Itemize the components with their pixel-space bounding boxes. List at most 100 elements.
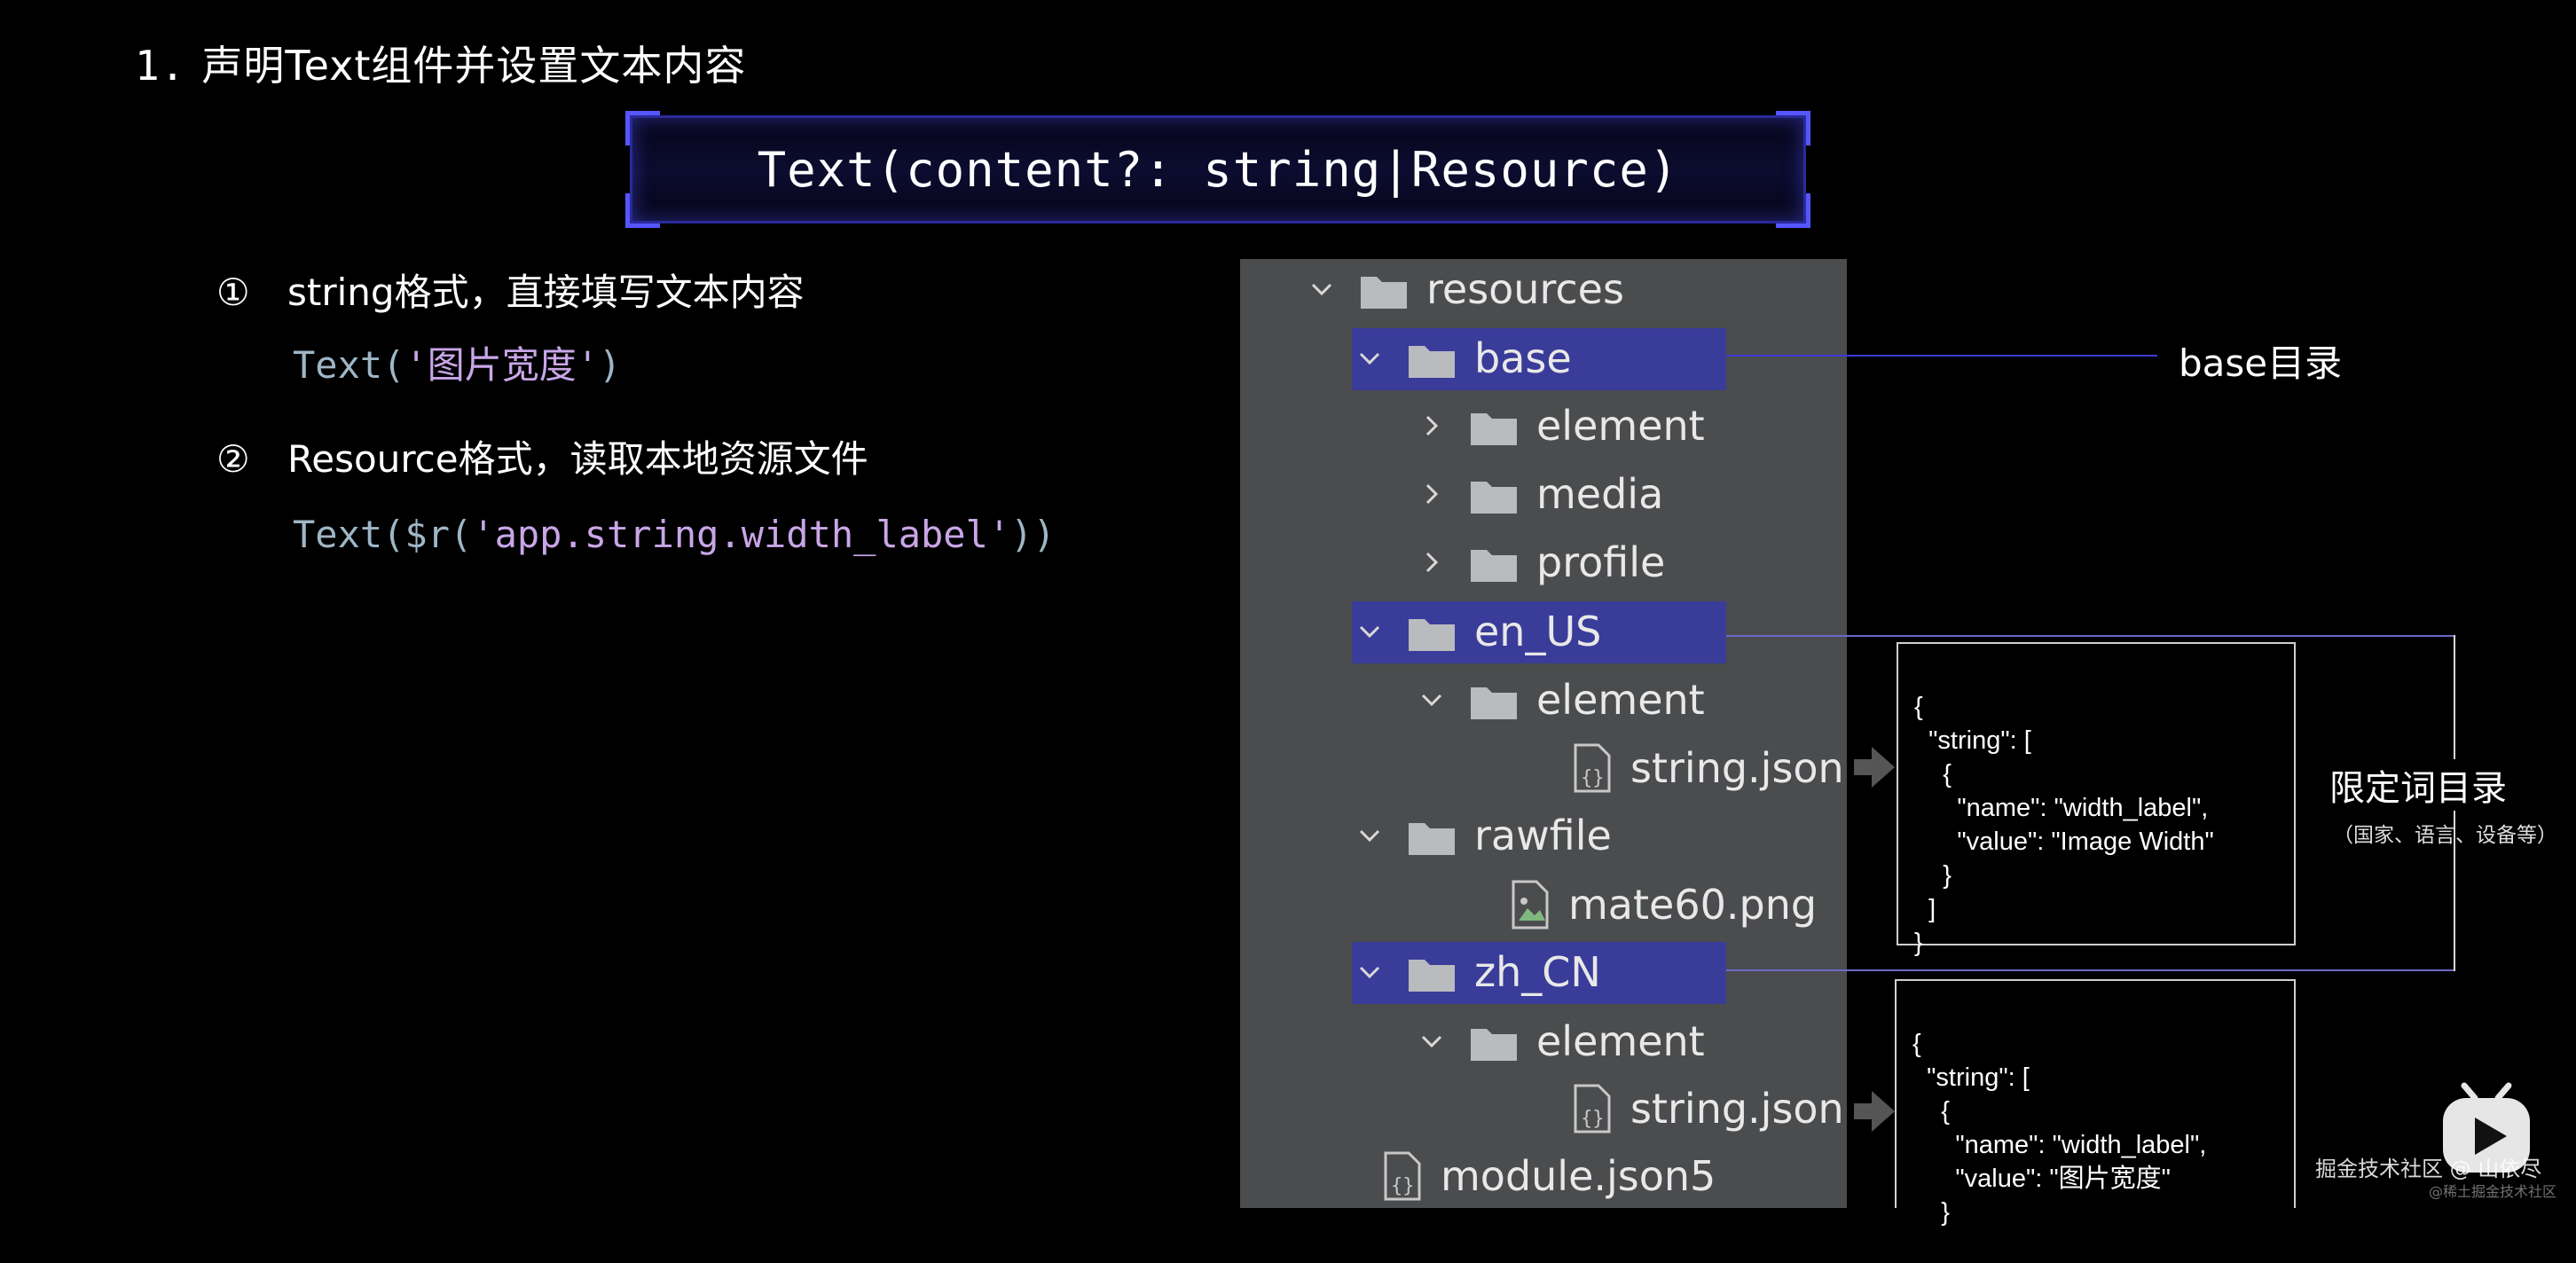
qualifier-directory-sublabel: （国家、语言、设备等） [2333,824,2557,847]
code-end: )) [1010,513,1056,556]
json-preview-zh-cn: { "string": [ { "name": "width_label", "… [1895,979,2296,1227]
tree-item-label: element [1536,676,1705,724]
tree-item-label: base [1474,334,1572,382]
tree-item-label: module.json5 [1441,1152,1716,1200]
json-file-icon: {} [1380,1151,1425,1201]
json-line: } [1912,1198,1950,1227]
json-file-icon: {} [1570,743,1614,793]
code-fn: Text( [293,343,405,387]
arrow-right-icon [1854,1091,1895,1132]
item-resource-format: ② Resource格式，读取本地资源文件 [216,429,868,483]
tree-item-label: string.json [1630,744,1844,792]
item-marker: ① [216,271,250,314]
chevron-down-icon[interactable] [1304,271,1339,307]
code-string-example: Text('图片宽度') [293,335,621,389]
chevron-down-icon[interactable] [1414,682,1449,718]
tree-item-label: zh_CN [1474,948,1601,996]
watermark-small-text: @稀土掘金技术社区 [2429,1183,2557,1200]
chevron-down-icon[interactable] [1352,341,1387,376]
tree-item-base[interactable]: base [1352,325,1572,392]
json-line: { [1912,1097,1950,1126]
qualifier-directory-label: 限定词目录 [2324,759,2512,811]
json-line: } [1914,929,1923,957]
folder-icon [1469,408,1519,445]
section-heading: 1.声明Text组件并设置文本内容 [135,34,746,92]
folder-icon [1469,545,1519,582]
chevron-down-icon[interactable] [1352,614,1387,649]
tree-item-zh-cn[interactable]: zh_CN [1352,938,1601,1006]
json-preview-en-us: { "string": [ { "name": "width_label", "… [1897,642,2296,957]
en-us-connector-line [1726,635,2455,637]
watermark-text: 掘金技术社区 @ 山依尽 [2315,1157,2542,1181]
item-marker: ② [216,437,250,481]
tree-item-element[interactable]: element [1414,392,1705,459]
folder-icon [1407,818,1457,855]
json-line: "string": [ [1912,1063,2030,1092]
tree-item-label: string.json [1630,1085,1844,1133]
folder-icon [1469,1024,1519,1061]
svg-text:{}: {} [1581,767,1605,789]
tree-item-profile[interactable]: profile [1414,529,1665,596]
tree-item-label: element [1536,402,1705,450]
chevron-right-icon[interactable] [1414,476,1449,512]
image-file-icon [1508,880,1552,930]
json-line: { [1914,760,1952,788]
tree-item-element[interactable]: element [1414,666,1705,733]
json-line: ] [1914,895,1936,923]
folder-icon [1407,614,1457,651]
tree-item-label: mate60.png [1568,881,1818,929]
chevron-right-icon[interactable] [1414,408,1449,443]
zh-cn-connector-line [1726,969,2455,971]
tree-item-resources[interactable]: resources [1304,255,1624,323]
base-directory-label: base目录 [2179,341,2343,385]
code-resource-example: Text($r('app.string.width_label')) [293,513,1056,556]
json-line: "string": [ [1914,726,2031,755]
json-line: } [1914,861,1952,890]
item-text: Resource格式，读取本地资源文件 [287,437,868,481]
svg-text:{}: {} [1581,1108,1605,1130]
chevron-down-icon[interactable] [1352,818,1387,853]
tree-item-mate60-png[interactable]: mate60.png [1508,871,1817,938]
section-title: 声明Text组件并设置文本内容 [201,42,747,90]
tree-item-string-json[interactable]: {} string.json [1570,734,1844,802]
tree-item-label: profile [1536,538,1666,586]
tree-item-media[interactable]: media [1414,460,1663,528]
tree-item-label: resources [1426,265,1624,313]
tree-item-string-json[interactable]: {} string.json [1570,1075,1844,1142]
arrow-right-icon [1854,747,1895,788]
json-line: { [1912,1030,1921,1058]
item-string-format: ① string格式，直接填写文本内容 [216,263,805,317]
tree-item-en-us[interactable]: en_US [1352,598,1601,665]
svg-text:{}: {} [1391,1175,1415,1197]
signature-text: Text(content?: string|Resource) [757,141,1679,198]
folder-icon [1407,954,1457,992]
tree-item-label: rawfile [1474,812,1612,859]
tree-item-element[interactable]: element [1414,1008,1705,1075]
code-end: ) [599,343,622,387]
signature-box: Text(content?: string|Resource) [625,111,1810,228]
tree-item-label: en_US [1474,608,1602,655]
chevron-right-icon[interactable] [1414,545,1449,580]
folder-icon [1469,682,1519,719]
play-logo-icon [2443,1082,2530,1173]
resource-file-tree [1240,259,1847,1208]
folder-icon [1407,341,1457,378]
json-line: "name": "width_label", [1912,1131,2207,1159]
code-fn: Text($r( [293,513,473,556]
tree-item-module-json5[interactable]: {} module.json5 [1380,1142,1716,1210]
item-text: string格式，直接填写文本内容 [287,271,805,314]
json-line: { [1914,693,1923,721]
base-connector-line [1726,355,2157,357]
code-arg: '图片宽度' [404,343,600,387]
json-line: "value": "图片宽度" [1912,1165,2171,1193]
json-line: "name": "width_label", [1914,794,2209,822]
tree-item-rawfile[interactable]: rawfile [1352,802,1612,869]
folder-icon [1359,271,1409,309]
chevron-down-icon[interactable] [1414,1024,1449,1059]
folder-icon [1469,476,1519,514]
chevron-down-icon[interactable] [1352,954,1387,990]
tree-item-label: element [1536,1017,1705,1065]
json-line: "value": "Image Width" [1914,828,2214,856]
tree-item-label: media [1536,470,1664,518]
json-file-icon: {} [1570,1084,1614,1134]
